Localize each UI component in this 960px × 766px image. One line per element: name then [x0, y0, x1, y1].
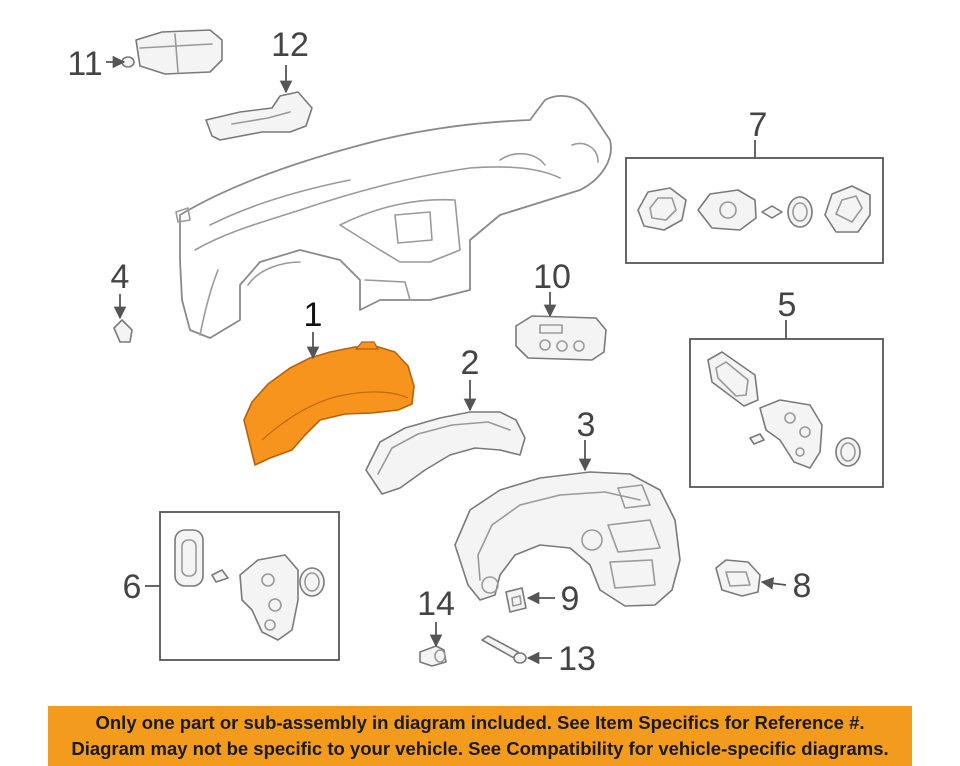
part-12-bracket[interactable]: [205, 91, 313, 141]
part-8-switch[interactable]: [715, 559, 761, 597]
disclaimer-line-1: Only one part or sub-assembly in diagram…: [95, 712, 865, 733]
callout-6: 6: [123, 568, 142, 606]
part-3-cluster-bezel[interactable]: [454, 471, 681, 607]
callout-labels: 1 2 3 4 5 6 7 8 9 10 11 12 13 14: [67, 26, 811, 678]
part-1-cluster-hood[interactable]: [243, 341, 415, 466]
callout-11: 11: [67, 45, 102, 83]
part-5-group[interactable]: [689, 338, 884, 488]
callout-14: 14: [417, 585, 455, 623]
callout-3: 3: [577, 406, 596, 444]
callout-5: 5: [778, 286, 797, 324]
callout-1: 1: [304, 296, 323, 334]
callout-2: 2: [461, 344, 480, 382]
part-14-socket[interactable]: [419, 645, 447, 667]
disclaimer-line-2: Diagram may not be specific to your vehi…: [71, 738, 889, 759]
callout-8: 8: [793, 567, 812, 605]
part-6-group[interactable]: [159, 511, 340, 661]
part-11-module[interactable]: [121, 29, 223, 75]
callout-12: 12: [271, 26, 309, 64]
part-9-bulb[interactable]: [505, 587, 527, 613]
part-2-cluster-lens[interactable]: [365, 411, 526, 495]
callout-10: 10: [533, 258, 571, 296]
part-4-clip[interactable]: [113, 319, 133, 343]
callout-9: 9: [561, 580, 580, 618]
part-10-control[interactable]: [515, 315, 607, 361]
part-13-screw[interactable]: [481, 635, 527, 664]
disclaimer-banner: Only one part or sub-assembly in diagram…: [48, 706, 912, 766]
callout-7: 7: [749, 106, 768, 144]
callout-13: 13: [558, 640, 596, 678]
leader-lines: [106, 55, 787, 665]
dashboard-outline: [175, 95, 612, 339]
parts-diagram: 1 2 3 4 5 6 7 8 9 10 11 12 13 14: [67, 26, 884, 678]
part-7-group[interactable]: [625, 157, 884, 264]
callout-4: 4: [111, 258, 130, 296]
